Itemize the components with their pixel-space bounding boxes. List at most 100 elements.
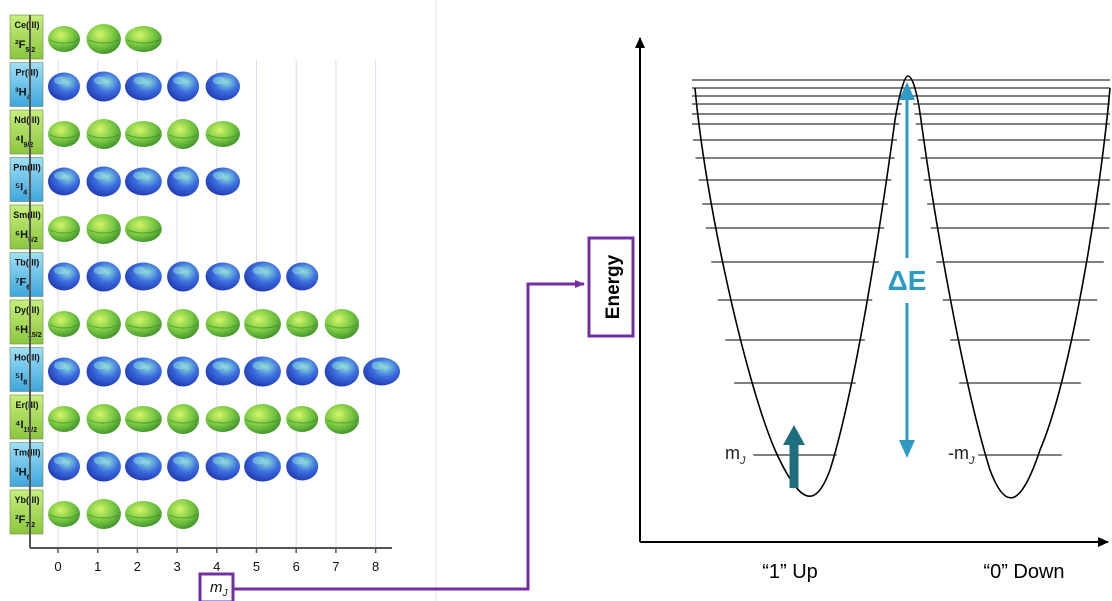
orbital-shape bbox=[286, 406, 319, 432]
orbital-shape bbox=[86, 214, 121, 244]
x-tick-label: 1 bbox=[94, 559, 101, 574]
orbital-shape bbox=[167, 119, 200, 149]
orbital-shape bbox=[324, 309, 360, 339]
mj-axis-label: mJ bbox=[210, 579, 229, 599]
ion-name: Ho(III) bbox=[14, 353, 40, 363]
ion-label-column: Ce(III)²F5/2Pr(III)³H4Nd(III)⁴I9/2Pm(III… bbox=[9, 14, 44, 535]
x-tick-label: 0 bbox=[54, 559, 61, 574]
orbital-shape bbox=[286, 311, 319, 337]
right-well-label: -mJ bbox=[948, 443, 975, 467]
orbital-shape bbox=[48, 357, 80, 386]
ion-label: Pm(III)⁵I4 bbox=[9, 157, 44, 202]
orbital-shape bbox=[205, 262, 240, 291]
orbital-shape bbox=[363, 357, 400, 386]
ion-name: Ce(III) bbox=[14, 20, 39, 30]
orbital-shape bbox=[324, 404, 360, 434]
orbital-shape bbox=[167, 261, 200, 292]
orbital-shape bbox=[48, 167, 80, 196]
ion-label: Ho(III)⁵I8 bbox=[9, 347, 44, 392]
orbital-shape bbox=[86, 451, 121, 482]
orbital-shape bbox=[124, 167, 162, 196]
orbital-shape bbox=[124, 406, 162, 432]
orbital-shape bbox=[86, 71, 121, 102]
ion-label: Pr(III)³H4 bbox=[9, 62, 44, 107]
orbital-shape bbox=[48, 452, 80, 481]
orbital-shape bbox=[124, 311, 162, 337]
orbital-shape bbox=[286, 357, 319, 386]
orbital-shape bbox=[48, 216, 80, 242]
ion-label: Tm(III)³H6 bbox=[9, 442, 44, 487]
delta-e-label: ΔE bbox=[888, 265, 927, 296]
orbital-shape bbox=[86, 261, 121, 292]
ion-label: Dy(III)⁶H15/2 bbox=[9, 299, 44, 345]
orbital-shape bbox=[205, 452, 240, 481]
orbital-shape bbox=[286, 262, 319, 291]
down-state-label: “0” Down bbox=[983, 561, 1064, 583]
up-state-label: “1” Up bbox=[762, 561, 818, 583]
orbital-shape bbox=[205, 311, 240, 337]
crystal-field-panel: Ce(III)²F5/2Pr(III)³H4Nd(III)⁴I9/2Pm(III… bbox=[9, 0, 437, 601]
orbital-shape bbox=[48, 72, 80, 101]
ion-label: Sm(III)⁶H5/2 bbox=[9, 204, 44, 250]
orbital-shape bbox=[86, 404, 121, 434]
orbital-shape bbox=[167, 166, 200, 197]
orbital-shape bbox=[86, 119, 121, 149]
orbital-shape bbox=[86, 309, 121, 339]
x-tick-label: 5 bbox=[253, 559, 260, 574]
ion-label: Yb(III)²F7/2 bbox=[9, 489, 44, 535]
orbital-shape bbox=[167, 451, 200, 482]
orbital-shape bbox=[48, 26, 80, 52]
ion-name: Sm(III) bbox=[13, 210, 41, 220]
orbital-shape bbox=[48, 406, 80, 432]
orbital-shape bbox=[48, 262, 80, 291]
connector-arrow bbox=[233, 280, 585, 591]
orbital-shape bbox=[205, 121, 240, 147]
x-tick-label: 7 bbox=[332, 559, 339, 574]
ion-name: Tm(III) bbox=[14, 448, 41, 458]
ion-name: Dy(III) bbox=[14, 305, 39, 315]
ion-label: Nd(III)⁴I9/2 bbox=[9, 109, 44, 155]
orbital-shape bbox=[167, 499, 200, 529]
orbital-shape bbox=[244, 309, 281, 339]
orbital-shape bbox=[86, 356, 121, 387]
ion-name: Pm(III) bbox=[13, 163, 41, 173]
ion-label: Tb(III)⁷F6 bbox=[9, 252, 44, 297]
energy-axis-label: Energy bbox=[603, 254, 624, 319]
ion-name: Tb(III) bbox=[15, 258, 40, 268]
x-tick-label: 4 bbox=[213, 559, 220, 574]
orbital-shape bbox=[124, 452, 162, 481]
orbital-shape bbox=[205, 72, 240, 101]
orbital-shape bbox=[124, 26, 162, 52]
ion-name: Nd(III) bbox=[14, 115, 40, 125]
spin-up-arrowhead bbox=[783, 425, 805, 445]
orbital-shape bbox=[48, 311, 80, 337]
orbital-shape bbox=[167, 356, 200, 387]
double-well-potential bbox=[694, 75, 1111, 499]
orbital-shape bbox=[244, 261, 281, 292]
orbital-shape bbox=[86, 166, 121, 197]
orbital-shape bbox=[205, 357, 240, 386]
ion-name: Er(III) bbox=[15, 400, 38, 410]
delta-e-arrowhead-bottom bbox=[899, 440, 915, 458]
ion-name: Yb(III) bbox=[15, 495, 40, 505]
orbital-shape bbox=[124, 121, 162, 147]
mj-highlight-box bbox=[198, 572, 235, 601]
orbital-shape bbox=[244, 356, 281, 387]
delta-e-arrowhead-top bbox=[899, 82, 915, 100]
x-tick-label: 8 bbox=[372, 559, 379, 574]
orbital-shape bbox=[48, 501, 80, 527]
orbital-shape bbox=[205, 406, 240, 432]
orbital-shape bbox=[244, 404, 281, 434]
orbital-shape bbox=[244, 451, 281, 482]
orbital-shape bbox=[86, 24, 121, 54]
orbital-shape bbox=[167, 71, 200, 102]
x-tick-label: 3 bbox=[173, 559, 180, 574]
orbital-shape bbox=[286, 452, 319, 481]
orbital-shape bbox=[124, 357, 162, 386]
ion-label: Er(III)⁴I15/2 bbox=[9, 394, 44, 440]
orbital-shape bbox=[205, 167, 240, 196]
orbital-shape bbox=[167, 404, 200, 434]
orbital-shape bbox=[86, 499, 121, 529]
